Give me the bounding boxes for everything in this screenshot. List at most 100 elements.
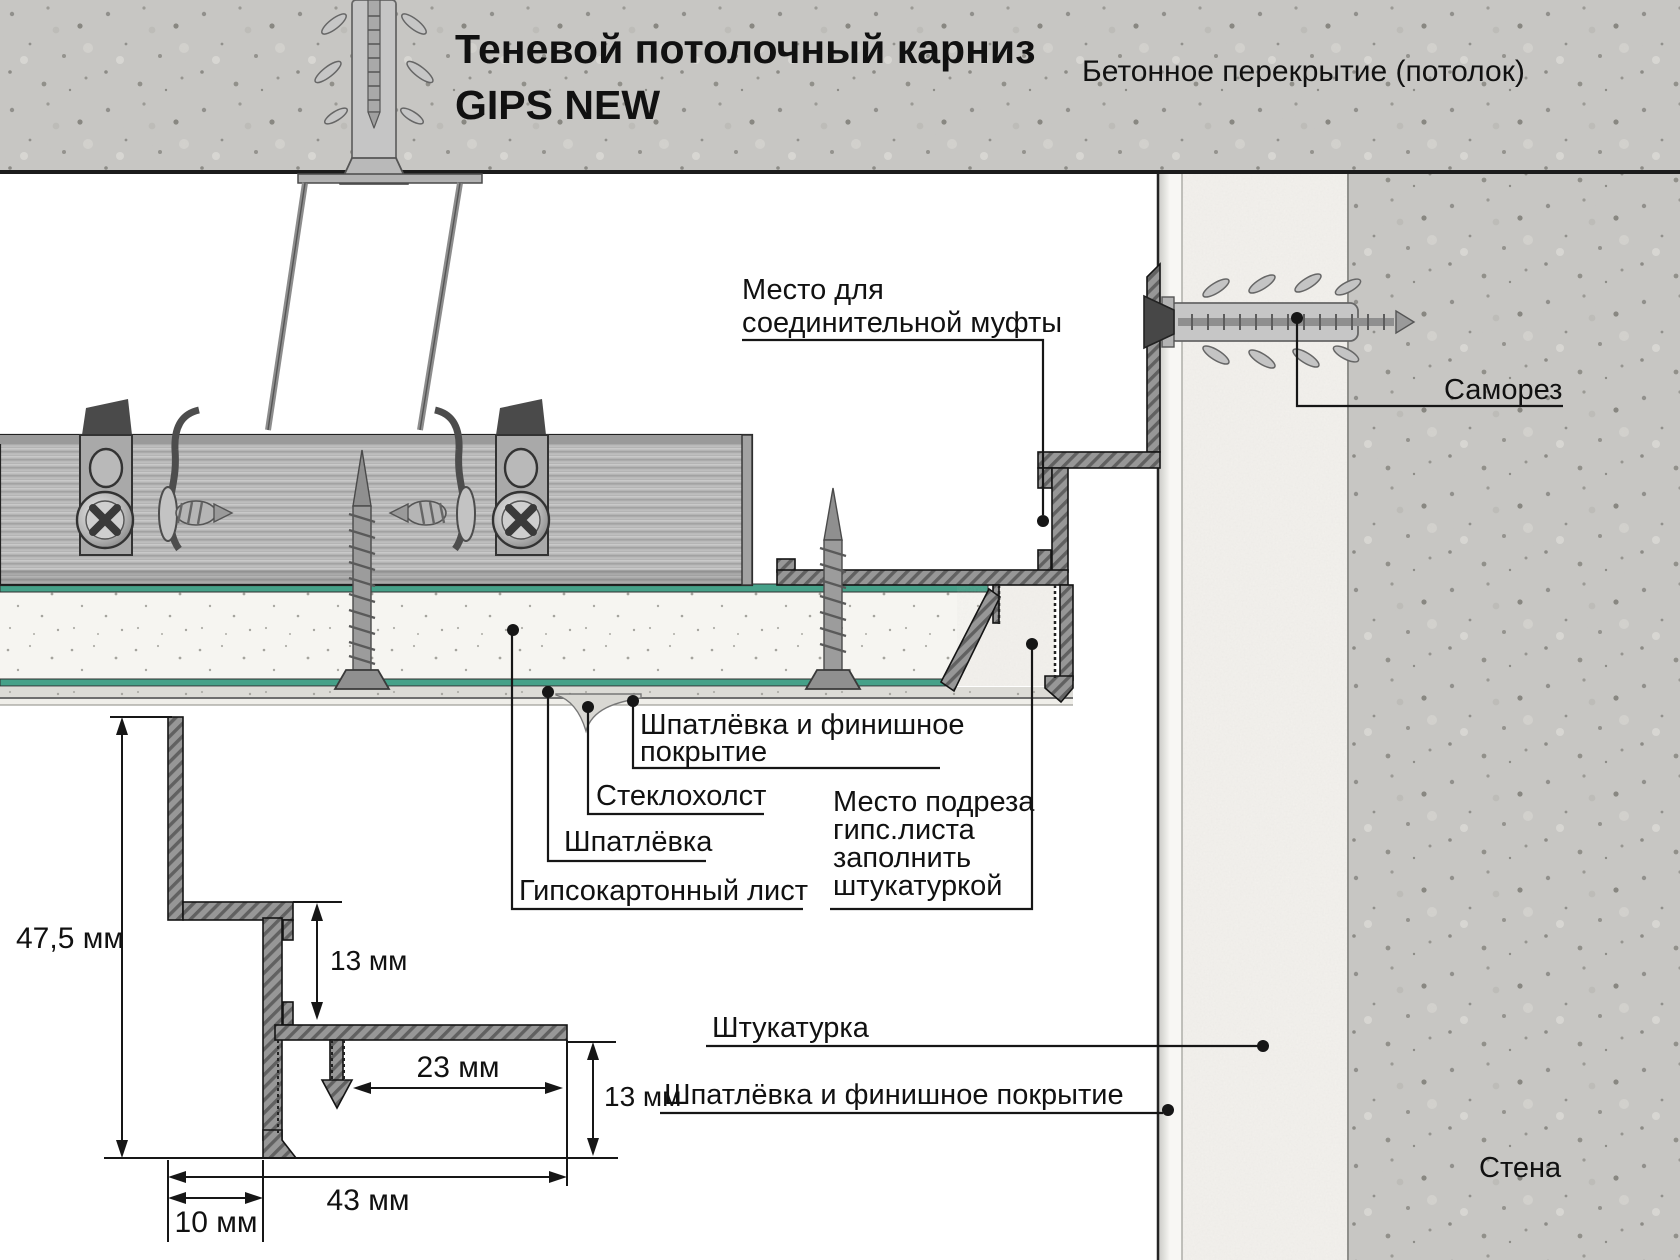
putty-finish-top-label-line1: Шпатлёвка и финишное: [640, 709, 964, 741]
dowel-barb-icon: [1334, 278, 1362, 296]
countersunk-head: [1143, 294, 1175, 350]
screw-threads: [819, 546, 847, 654]
profile-foot: [1044, 675, 1074, 704]
anchor-wing-icon: [399, 107, 425, 125]
profile-flange: [776, 569, 1069, 586]
dowel-barb-icon: [1292, 348, 1320, 368]
leader-fiberglass: [586, 712, 764, 816]
putty-finish-top-label-line2: покрытие: [640, 736, 767, 768]
leader-cut: [830, 649, 1034, 911]
dim-flange-depth: 23 мм: [417, 1051, 500, 1084]
wall-structure: [1156, 174, 1680, 1260]
page-title-line2: GIPS NEW: [455, 82, 660, 128]
channel-bottom-shade: [0, 570, 752, 585]
profile-lower-web: [1059, 584, 1074, 681]
clip-tab: [82, 399, 132, 435]
ceiling-anchor-dowel: [314, 0, 434, 185]
drywall-screw: [804, 487, 862, 690]
wall-dowel-screw: [1143, 273, 1416, 369]
profile-wall-leg: [1146, 262, 1161, 453]
channel-end-cap: [741, 434, 753, 586]
phillips-cross-icon: [505, 504, 537, 536]
cornice-profile: [776, 262, 1161, 704]
putty-label: Шпатлёвка: [564, 826, 713, 858]
drywall-speckle: [0, 591, 988, 683]
dim-total-width: 43 мм: [327, 1184, 410, 1217]
ceiling-bottom-edge: [0, 170, 1680, 174]
anchor-wing-icon: [314, 60, 342, 84]
dowel-barb-icon: [1332, 345, 1360, 363]
dim-drywall-gap: 13 мм: [604, 1081, 681, 1112]
phillips-cross-icon: [89, 504, 121, 536]
wall-label: Стена: [1479, 1152, 1562, 1184]
leader-lines: [507, 312, 1563, 1116]
plaster-fill-texture: [957, 585, 1055, 686]
cut-label-line2: гипс.листа: [833, 814, 976, 846]
profile-coupling-tab-lower: [1037, 549, 1052, 572]
wall-concrete-texture: [1348, 174, 1680, 1260]
finish-coat-layer: [0, 699, 1073, 705]
plaster-label: Штукатурка: [712, 1012, 870, 1044]
small-screw-icon: [388, 500, 447, 526]
anchor-wing-icon: [401, 13, 427, 35]
putty-speckle: [0, 687, 1073, 697]
drywall-label: Гипсокартонный лист: [519, 875, 808, 907]
fiberglass-label: Стеклохолст: [596, 780, 766, 812]
hanger-rod-edge: [419, 182, 461, 431]
ceiling-texture: [0, 0, 1680, 172]
profile-serration: [997, 585, 1057, 678]
dowel-screw-tip: [1395, 309, 1416, 335]
detail-hook-upper: [282, 919, 294, 941]
dowel-barb-icon: [1248, 274, 1276, 294]
profile-detail-drawing: 47,5 мм 13 мм 23 мм 13 мм 43 мм 10 мм: [16, 716, 681, 1242]
channel-top-lip: [0, 435, 752, 444]
ceiling-slab: [0, 0, 1680, 174]
leader-putty: [546, 697, 706, 863]
cut-label-line4: штукатуркой: [833, 870, 1002, 902]
dowel-barb-icon: [1294, 273, 1322, 293]
bracket-pad: [456, 486, 476, 542]
nonius-hanger: [265, 173, 483, 431]
hanger-strap: [297, 173, 483, 184]
screw-head: [804, 669, 862, 690]
dim-total-height: 47,5 мм: [16, 922, 124, 955]
detail-flange: [274, 1024, 568, 1041]
anchor-screw-threads: [368, 15, 380, 101]
screw-threads: [348, 512, 376, 666]
screw-label: Саморез: [1444, 374, 1562, 406]
profile-coupling-tab-upper: [1037, 467, 1053, 489]
leader-drywall: [510, 635, 803, 911]
leader-putty-finish-top: [631, 706, 940, 770]
anchor-wing-icon: [406, 60, 434, 84]
clip-hole: [88, 447, 124, 489]
clip-hole: [503, 447, 539, 489]
dim-wall-leg: 10 мм: [175, 1206, 258, 1239]
coupling-label-line2: соединительной муфты: [742, 307, 1062, 339]
detail-top-stub: [182, 901, 294, 921]
ceiling-finish-layers: [0, 687, 1073, 734]
hanger-rod-edge: [267, 182, 306, 431]
dowel-screw-threads: [1191, 314, 1385, 330]
dim-slot-offset: 13 мм: [330, 945, 407, 976]
clip-tab: [496, 399, 546, 435]
detail-barb-arrow: [320, 1079, 354, 1110]
anchor-wing-icon: [321, 13, 347, 35]
profile-web: [1051, 467, 1069, 573]
detail-wall-leg: [167, 716, 184, 921]
ceiling-label: Бетонное перекрытие (потолок): [1082, 55, 1525, 88]
putty-finish-bottom-label: Шпатлёвка и финишное покрытие: [664, 1079, 1124, 1111]
detail-serration: [277, 1040, 345, 1133]
page-title-line1: Теневой потолочный карниз: [455, 26, 1035, 72]
coupling-label-line1: Место для: [742, 274, 884, 306]
drywall-bottom-face: [0, 678, 948, 687]
profile-diagonal-blade: [939, 587, 1002, 693]
wall-finish-shade: [1158, 174, 1170, 1260]
drywall-screw: [333, 449, 391, 690]
anchor-wing-icon: [323, 107, 349, 125]
anchor-screw-tip: [367, 111, 381, 129]
screw-head: [333, 669, 391, 690]
leader-screw: [1295, 321, 1563, 408]
small-screw-icon: [175, 500, 234, 526]
